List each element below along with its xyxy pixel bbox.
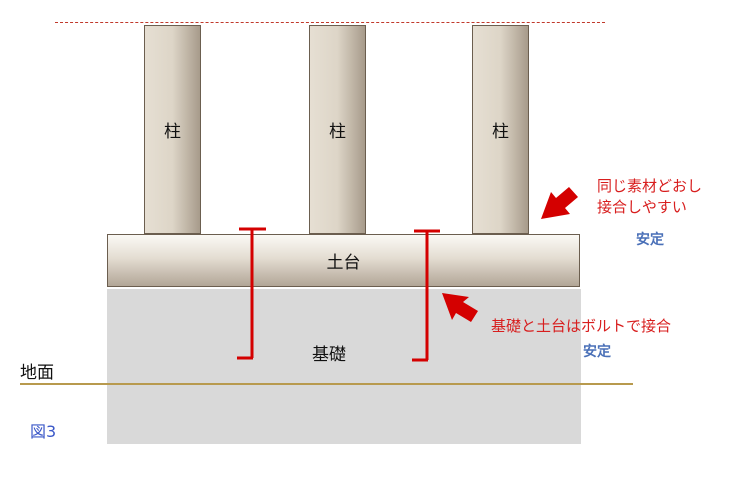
arrow-lower-icon [442, 293, 478, 322]
post-label: 柱 [492, 122, 509, 142]
foundation-block [107, 289, 581, 444]
anchor-bolt-right [412, 229, 440, 362]
upper-note-line2: 接合しやすい [597, 198, 687, 216]
upper-note-line1: 同じ素材どおし [597, 177, 703, 195]
lower-note-line1: 基礎と土台はボルトで接合 [491, 317, 672, 335]
foundation-label: 基礎 [312, 345, 346, 365]
top-reference-line [55, 22, 605, 23]
figure-number-label: 図3 [30, 422, 57, 441]
post-center: 柱 [309, 25, 366, 234]
post-label: 柱 [329, 122, 346, 142]
ground-line [20, 383, 633, 385]
lower-stable-label: 安定 [583, 344, 611, 360]
sill-label: 土台 [326, 253, 361, 273]
arrow-upper-icon [541, 187, 578, 219]
anchor-bolt-left [237, 227, 266, 360]
post-left: 柱 [144, 25, 201, 234]
sill-beam: 土台 [107, 234, 580, 287]
post-label: 柱 [164, 122, 181, 142]
post-right: 柱 [472, 25, 529, 234]
ground-label: 地面 [20, 363, 54, 383]
upper-stable-label: 安定 [636, 232, 664, 248]
